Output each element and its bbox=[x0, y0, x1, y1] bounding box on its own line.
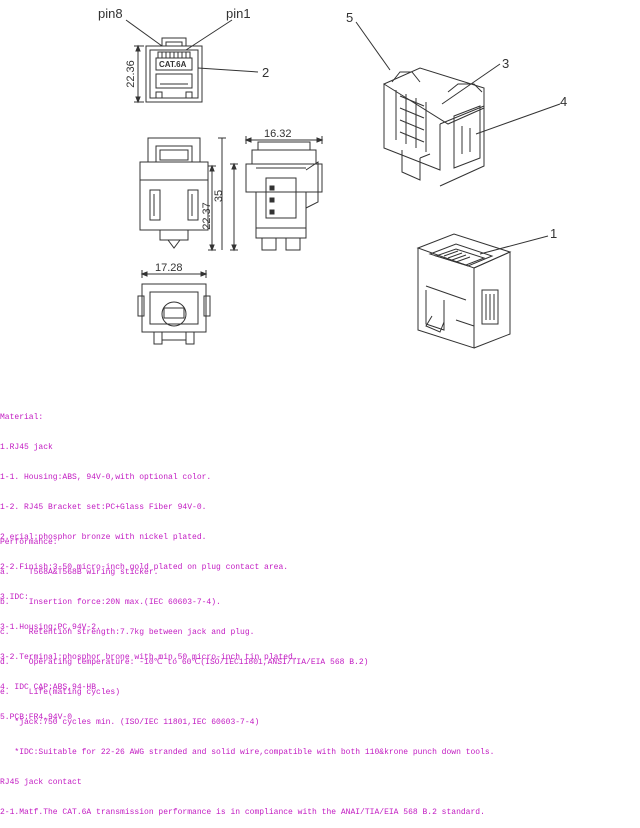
performance-line: Performance: bbox=[0, 538, 58, 547]
pin8-label: pin8 bbox=[98, 6, 123, 21]
material-line: 2.erial:phosphor bronze with nickel plat… bbox=[0, 533, 207, 542]
performance-line: a. T568A&T568B wiring sticker. bbox=[0, 568, 159, 577]
performance-line: b. Insertion force:20N max.(IEC 60603-7-… bbox=[0, 598, 221, 607]
plate-label: CAT.6A bbox=[159, 60, 187, 69]
material-line: 2-2.Finish:3-50 micro-inch gold plated o… bbox=[0, 563, 289, 572]
callout-1: 1 bbox=[550, 226, 557, 241]
material-line: 1-1. Housing:ABS, 94V-0,with optional co… bbox=[0, 473, 212, 482]
performance-line: RJ45 jack contact bbox=[0, 778, 82, 787]
material-line: 1-2. RJ45 Bracket set:PC+Glass Fiber 94V… bbox=[0, 503, 207, 512]
bottom-view bbox=[137, 270, 211, 345]
side-view bbox=[230, 136, 324, 252]
callout-5: 5 bbox=[346, 10, 353, 25]
dimension-height-outer: 35 bbox=[213, 190, 225, 202]
performance-line: c. Retention strength:7.7kg between jack… bbox=[0, 628, 255, 637]
idc-isometric-view bbox=[355, 21, 561, 187]
dimension-side-width: 16.32 bbox=[264, 128, 292, 140]
front-tall-view bbox=[139, 137, 226, 252]
material-line: Material: bbox=[0, 413, 44, 422]
callout-2: 2 bbox=[262, 65, 269, 80]
performance-line: e. Life(mating cycles) bbox=[0, 688, 121, 697]
front-view bbox=[125, 19, 259, 104]
jack-isometric-view bbox=[416, 233, 549, 349]
performance-line: d. Operating temperature: -10℃ to 60℃(IS… bbox=[0, 658, 369, 667]
performance-spec: Performance: a. T568A&T568B wiring stick… bbox=[0, 518, 640, 828]
performance-line: 2-1.Matf.The CAT.6A transmission perform… bbox=[0, 808, 485, 817]
callout-4: 4 bbox=[560, 94, 567, 109]
dimension-front-height: 22.36 bbox=[125, 60, 137, 88]
callout-3: 3 bbox=[502, 56, 509, 71]
performance-line: *IDC:Suitable for 22-26 AWG stranded and… bbox=[0, 748, 495, 757]
material-line: 3-1.Housing:PC,94V-2. bbox=[0, 623, 101, 632]
material-line: 1.RJ45 jack bbox=[0, 443, 53, 452]
dimension-bottom-width: 17.28 bbox=[155, 262, 183, 274]
dimension-height-inner: 22.37 bbox=[201, 202, 213, 230]
pin1-label: pin1 bbox=[226, 6, 251, 21]
technical-drawing: pin8 pin1 CAT.6A 2 5 3 4 1 22.36 16.32 2… bbox=[98, 6, 567, 349]
material-line: 3.IDC: bbox=[0, 593, 29, 602]
performance-line: *jack:750 cycles min. (ISO/IEC 11801,IEC… bbox=[0, 718, 260, 727]
